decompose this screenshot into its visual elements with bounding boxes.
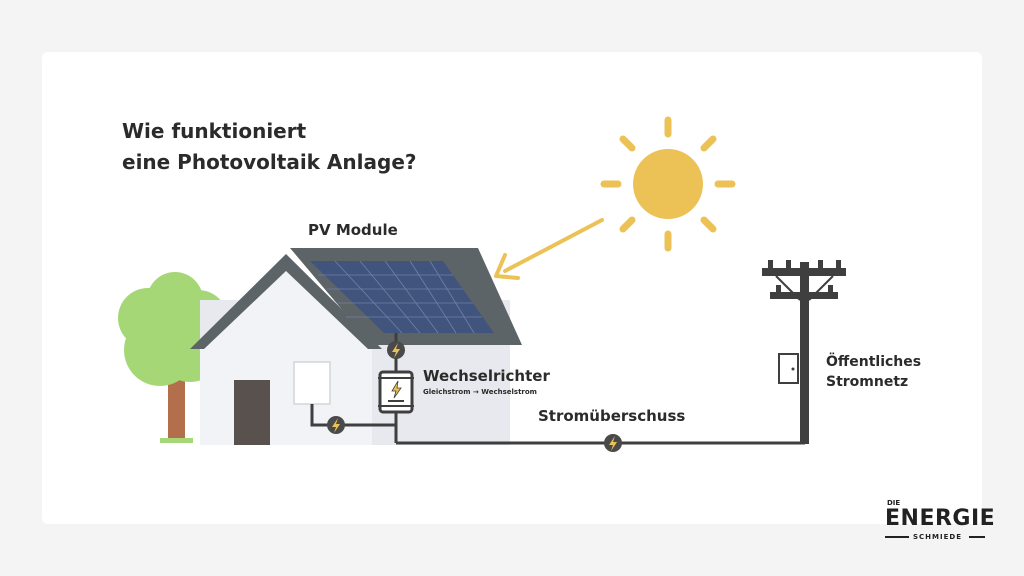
- sun-icon: [600, 116, 736, 252]
- page-title: Wie funktioniert eine Photovoltaik Anlag…: [122, 116, 416, 178]
- label-grid: Öffentliches Stromnetz: [826, 352, 921, 392]
- door: [234, 380, 270, 445]
- lightning-bolt-icon: [604, 434, 622, 452]
- logo-top: DIE: [887, 499, 901, 507]
- utility-pole-icon: [762, 260, 846, 444]
- label-inverter: Wechselrichter: [423, 367, 550, 385]
- label-grid-line-2: Stromnetz: [826, 374, 909, 390]
- title-line-2: eine Photovoltaik Anlage?: [122, 150, 417, 174]
- logo-bar-right: [969, 536, 985, 538]
- label-surplus: Stromüberschuss: [538, 407, 686, 425]
- lightning-bolt-icon: [387, 341, 405, 359]
- label-grid-line-1: Öffentliches: [826, 354, 922, 370]
- title-line-1: Wie funktioniert: [122, 119, 307, 143]
- lightning-bolt-icon: [327, 416, 345, 434]
- meter-icon: [293, 361, 331, 405]
- label-inverter-sub: Gleichstrom → Wechselstrom: [423, 388, 537, 396]
- logo-bar-left: [885, 536, 909, 538]
- logo-main: ENERGIE: [885, 506, 996, 531]
- label-pv-module: PV Module: [308, 221, 398, 239]
- logo-bottom: SCHMIEDE: [913, 533, 962, 541]
- inverter-icon: [378, 370, 414, 414]
- solar-panel-icon: [310, 260, 494, 334]
- sunlight-arrow: [494, 218, 604, 280]
- brand-logo: DIE ENERGIE SCHMIEDE: [885, 499, 995, 545]
